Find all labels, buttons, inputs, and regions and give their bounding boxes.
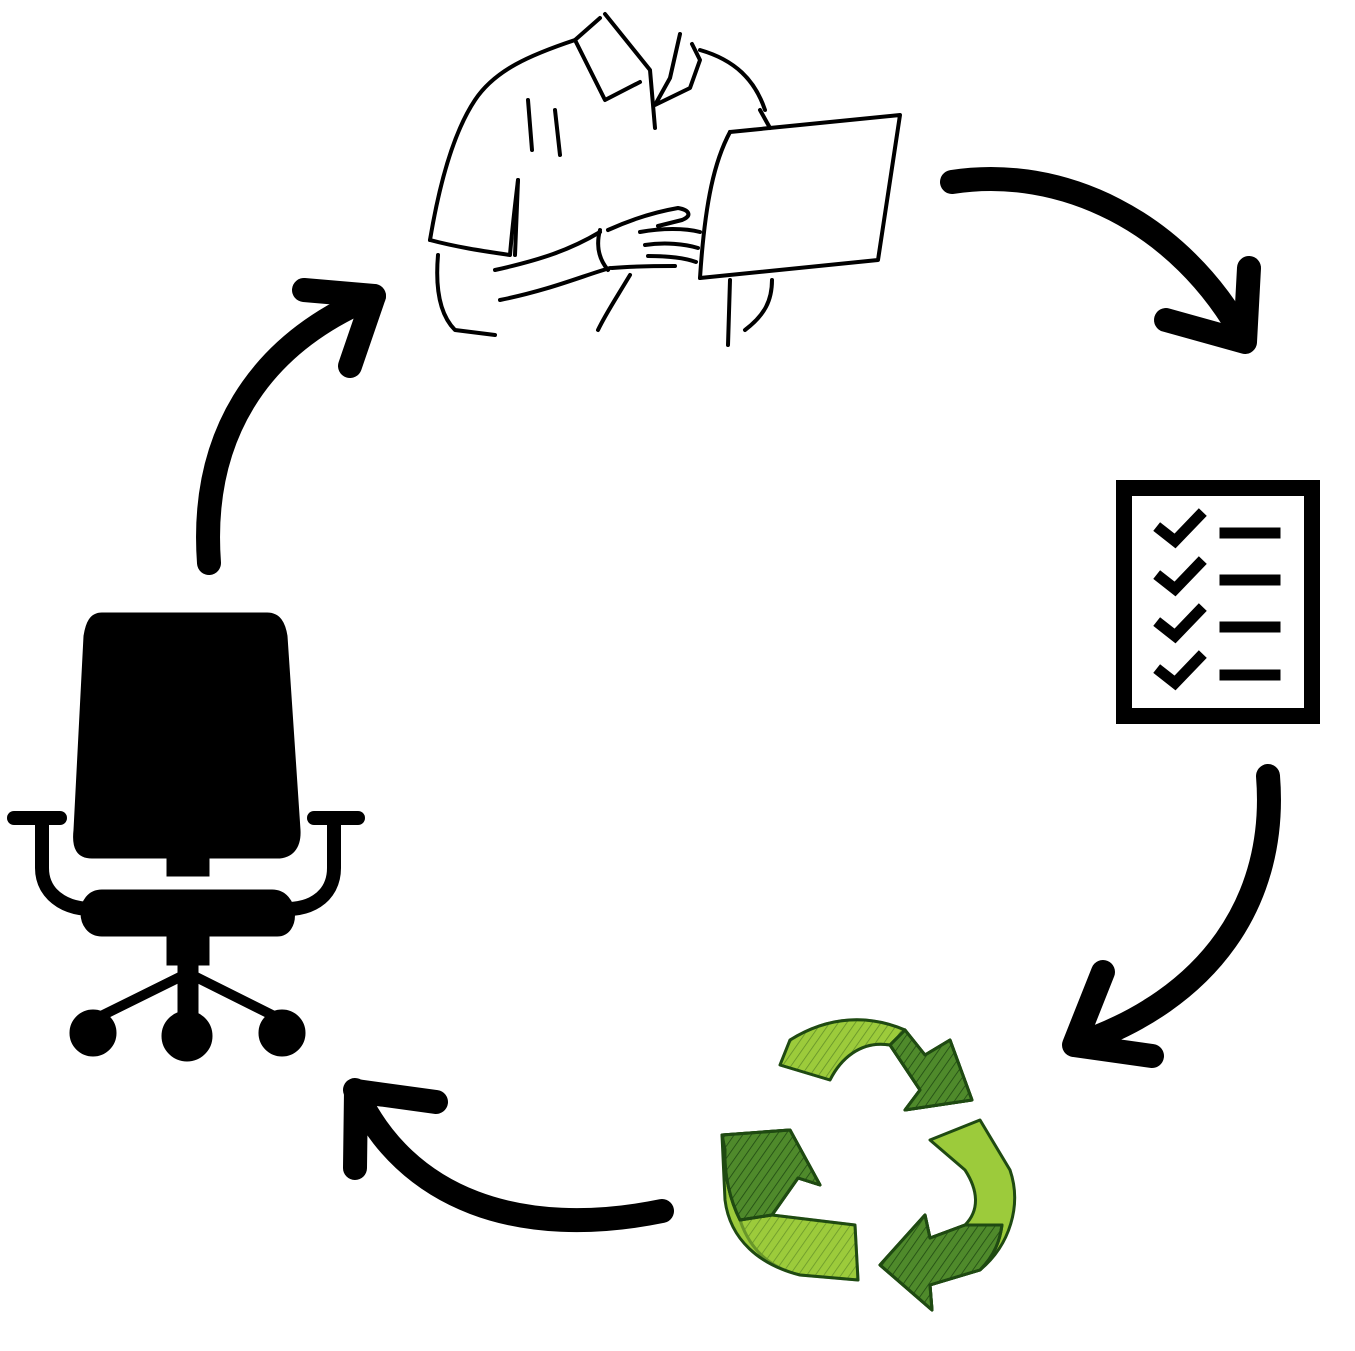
arrow-checklist-to-recycle bbox=[1062, 764, 1281, 1068]
person-with-laptop-icon bbox=[428, 12, 902, 347]
arrow-person-to-checklist bbox=[940, 167, 1261, 354]
arrow-recycle-to-chair bbox=[343, 1078, 674, 1233]
checklist-row-3 bbox=[1153, 603, 1281, 644]
office-chair-icon bbox=[7, 612, 365, 1062]
arrow-chair-to-person bbox=[196, 278, 386, 575]
checklist-row-1 bbox=[1153, 508, 1281, 549]
recycle-icon bbox=[720, 1018, 1017, 1312]
checklist-row-4 bbox=[1153, 650, 1281, 691]
checklist-icon bbox=[1116, 480, 1320, 724]
checklist-row-2 bbox=[1153, 556, 1281, 597]
